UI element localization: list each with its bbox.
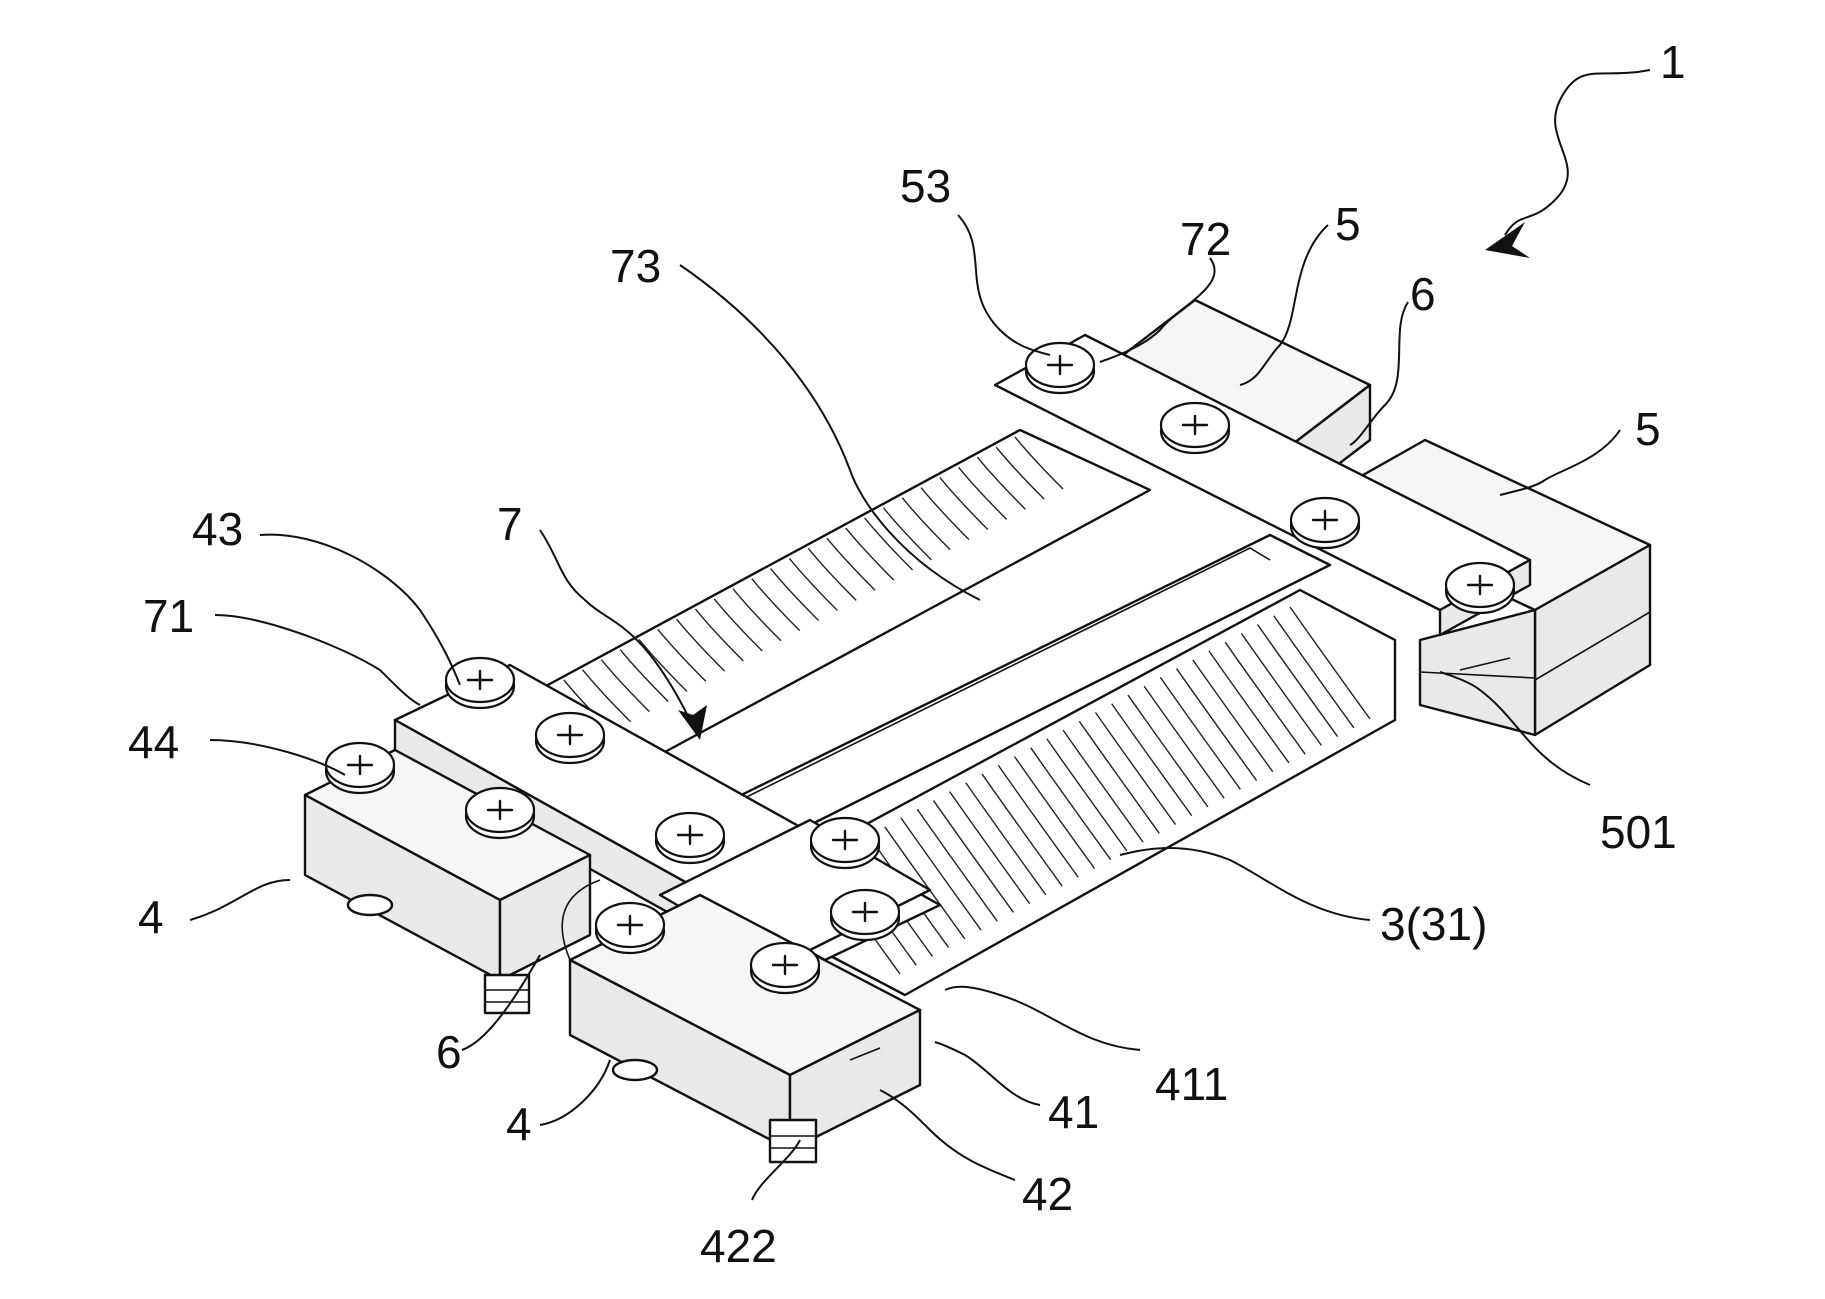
label-44: 44	[128, 716, 179, 768]
label-43: 43	[192, 503, 243, 555]
label-72: 72	[1180, 213, 1231, 265]
label-7: 7	[497, 498, 523, 550]
label-71: 71	[143, 590, 194, 642]
label-501: 501	[1600, 806, 1677, 858]
label-4-lower: 4	[506, 1098, 532, 1150]
screw-icon	[1291, 498, 1359, 548]
screw-icon	[446, 658, 514, 708]
label-device: 1	[1660, 36, 1686, 88]
label-5-upper: 5	[1335, 198, 1361, 250]
screw-icon	[831, 890, 899, 940]
label-3-31: 3(31)	[1380, 898, 1487, 950]
screw-icon	[811, 818, 879, 868]
label-422: 422	[700, 1220, 777, 1272]
label-5-right: 5	[1635, 403, 1661, 455]
label-4-upper: 4	[138, 891, 164, 943]
screw-icon	[1446, 563, 1514, 613]
label-73: 73	[610, 240, 661, 292]
arrow-icon	[1485, 70, 1650, 258]
label-6-lower: 6	[436, 1026, 462, 1078]
screw-icon	[536, 713, 604, 763]
label-53: 53	[900, 160, 951, 212]
coil-upper	[520, 430, 1150, 760]
screw-icon	[596, 903, 664, 953]
label-41: 41	[1048, 1086, 1099, 1138]
screw-icon	[1161, 403, 1229, 453]
label-6-upper: 6	[1410, 268, 1436, 320]
screw-icon	[751, 943, 819, 993]
screw-icon	[466, 788, 534, 838]
screw-icon	[656, 813, 724, 863]
screw-icon	[326, 743, 394, 793]
label-42: 42	[1022, 1168, 1073, 1220]
label-411: 411	[1155, 1058, 1228, 1110]
